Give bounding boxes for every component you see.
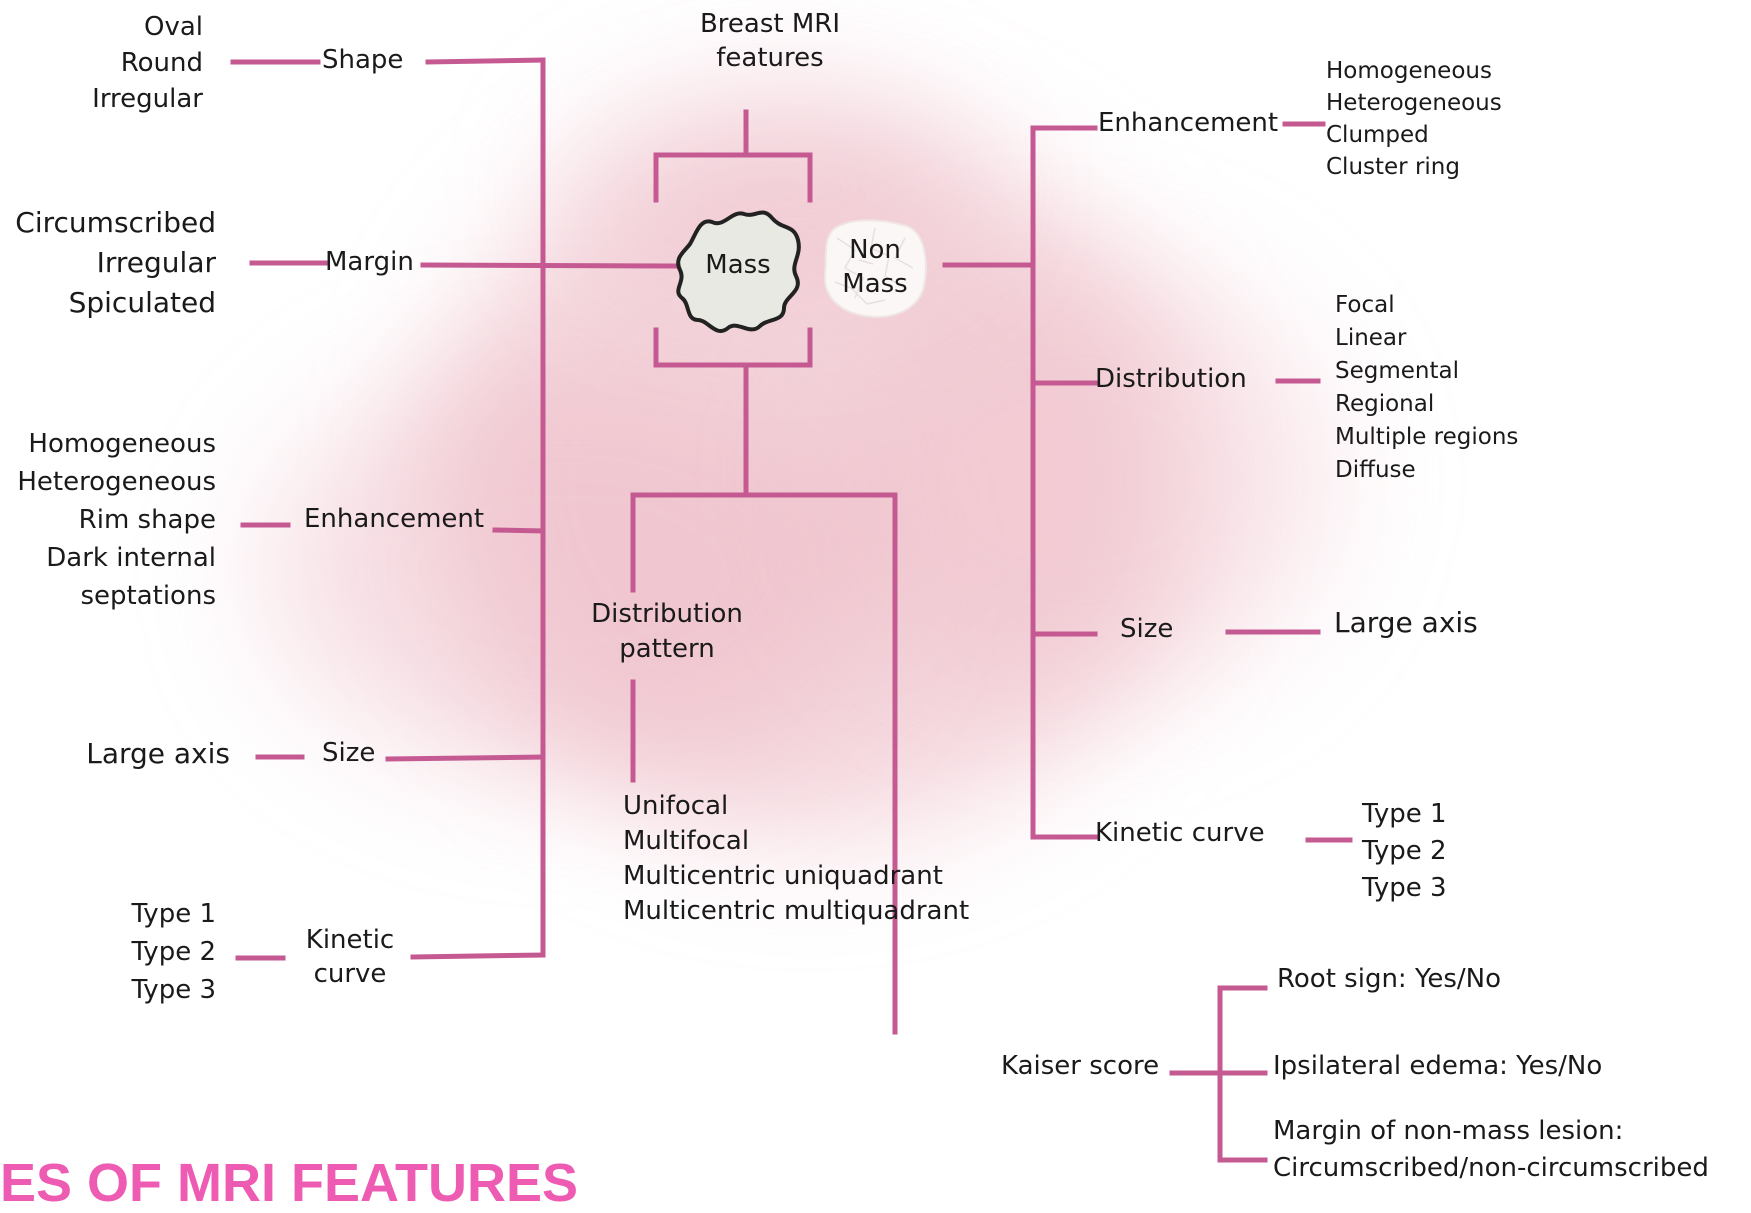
kaiser-item-margin: Margin of non-mass lesion: Circumscribed…: [1273, 1116, 1709, 1183]
distribution-pattern-label: Distribution pattern: [591, 599, 743, 664]
kaiser-item-root-sign: Root sign: Yes/No: [1277, 964, 1502, 994]
nonmass-label: Non Mass: [842, 235, 908, 299]
nonmass-distribution-label: Distribution: [1095, 364, 1247, 394]
mass-kinetic-values: Type 1 Type 2 Type 3: [131, 899, 216, 1005]
mass-kinetic-label: Kinetic curve: [305, 925, 395, 989]
nonmass-enhancement-label: Enhancement: [1098, 108, 1279, 138]
nonmass-distribution-values: Focal Linear Segmental Regional Multiple…: [1335, 292, 1519, 483]
root-label: Breast MRI features: [699, 9, 841, 73]
mass-blob-illustration: [676, 210, 801, 333]
margin-values: Circumscribed Irregular Spiculated: [15, 206, 216, 319]
footer-title: ES OF MRI FEATURES: [0, 1153, 579, 1213]
kaiser-item-edema: Ipsilateral edema: Yes/No: [1273, 1051, 1603, 1081]
nonmass-size-label: Size: [1120, 614, 1174, 644]
nonmass-kinetic-values: Type 1 Type 2 Type 3: [1362, 799, 1447, 903]
background-cloud: [820, 260, 1340, 700]
background-cloud: [260, 360, 880, 780]
nonmass-size-values: Large axis: [1334, 606, 1478, 639]
shape-values: Oval Round Irregular: [92, 12, 203, 114]
nonmass-blob-illustration: [823, 219, 927, 318]
mass-enhancement-label: Enhancement: [304, 504, 485, 534]
kaiser-label: Kaiser score: [1001, 1051, 1160, 1081]
distribution-pattern-values: Unifocal Multifocal Multicentric uniquad…: [623, 791, 970, 926]
background-cloud: [430, 120, 1190, 840]
margin-label: Margin: [325, 247, 414, 277]
diagram-canvas: Breast MRI features Mass Non Mass Oval R…: [0, 9, 1709, 1210]
nonmass-enhancement-values: Homogeneous Heterogeneous Clumped Cluste…: [1326, 58, 1502, 180]
connector-lines: [230, 57, 1353, 1163]
mass-size-values: Large axis: [86, 737, 230, 770]
mass-label: Mass: [705, 250, 771, 280]
mass-size-label: Size: [322, 738, 376, 768]
mass-enhancement-values: Homogeneous Heterogeneous Rim shape Dark…: [17, 429, 216, 611]
nonmass-kinetic-label: Kinetic curve: [1095, 818, 1265, 848]
shape-label: Shape: [322, 45, 404, 75]
